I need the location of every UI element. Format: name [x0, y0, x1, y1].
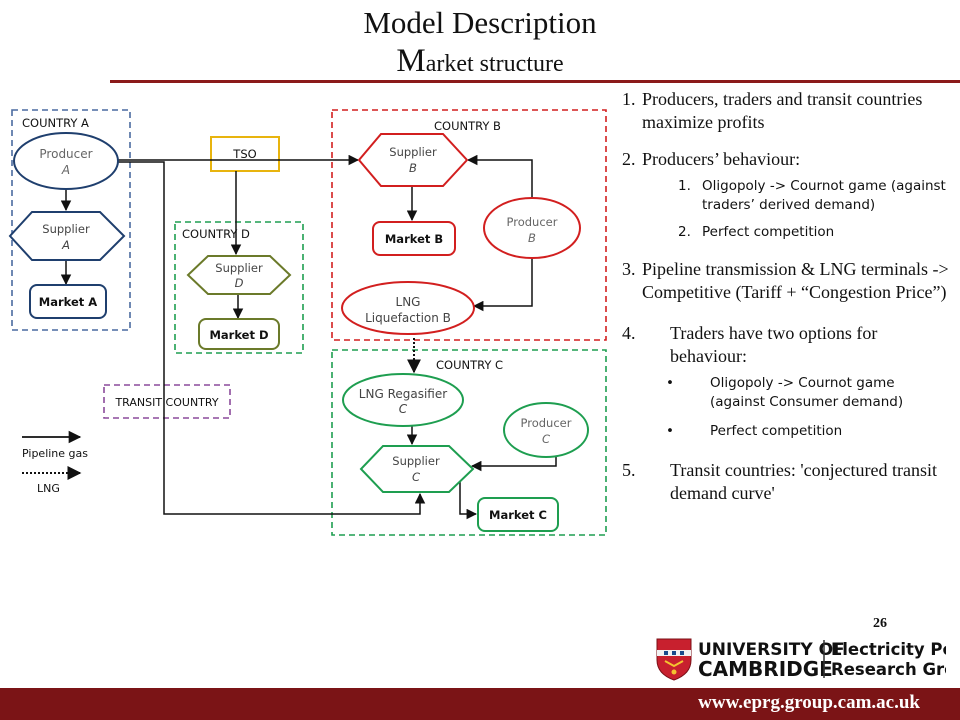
producer-c-node: [503, 402, 589, 458]
producer-b-node: [483, 197, 581, 259]
footer-bar: www.eprg.group.cam.ac.uk: [0, 688, 960, 720]
title-rule: [110, 80, 960, 83]
lng-liquefaction-node: [341, 281, 475, 335]
logo-electricity-policy: Electricity Policy: [831, 640, 946, 659]
bullet-text: Perfect competition: [710, 423, 843, 439]
supplier-a-letter: A: [61, 238, 70, 252]
producer-c-letter: C: [542, 432, 550, 446]
supplier-b-label: Supplier: [389, 145, 437, 159]
tso-label: TSO: [232, 147, 256, 161]
sub-item-text: Perfect competition: [702, 224, 835, 240]
market-d-label: Market D: [209, 328, 268, 342]
sub-item-text: Oligopoly -> Cournot game (against trade…: [702, 178, 946, 213]
slide-title: Model Description: [363, 5, 597, 40]
country-c-box: [331, 349, 607, 536]
country-b-label: COUNTRY B: [434, 119, 501, 133]
producer-b-label: Producer: [507, 215, 558, 229]
market-a-label: Market A: [39, 295, 98, 309]
market-a-node: [29, 284, 107, 319]
model-description-list: 1. Producers, traders and transit countri…: [612, 88, 952, 519]
item-text: Producers, traders and transit countries…: [642, 89, 923, 132]
market-b-label: Market B: [385, 232, 443, 246]
item-text: Traders have two options for behaviour:: [670, 323, 878, 366]
subtitle-rest: arket structure: [425, 51, 564, 77]
supplier-c-letter: C: [412, 470, 420, 484]
subtitle-initial: M: [396, 43, 426, 79]
lng-regasifier-node: [342, 373, 464, 427]
producer-c-label: Producer: [521, 416, 572, 430]
supplier-c-label: Supplier: [392, 454, 440, 468]
item-text: Producers’ behaviour:: [642, 149, 801, 169]
producer-a-letter: A: [61, 163, 70, 177]
country-d-label: COUNTRY D: [182, 227, 250, 241]
item-text: Transit countries: 'conjectured transit …: [670, 460, 938, 503]
cambridge-shield-icon: [656, 638, 692, 681]
lng-regasifier-label: LNG Regasifier: [359, 387, 447, 401]
lng-liquefaction-label: LNG: [396, 295, 421, 309]
item-text: Pipeline transmission & LNG terminals ->…: [642, 259, 949, 302]
page-number: 26: [873, 616, 887, 631]
item-number: 1.: [622, 89, 636, 109]
slide-subtitle: Market structure: [0, 44, 960, 81]
country-d-box: [174, 221, 304, 354]
legend-lng-label: LNG: [37, 482, 60, 495]
supplier-a-node: [8, 211, 126, 261]
list-item: 1. Producers, traders and transit countri…: [612, 88, 952, 134]
sub-item: 2. Perfect competition: [612, 223, 952, 242]
list-item: 4. Traders have two options for behaviour…: [612, 322, 952, 368]
logo-cambridge: CAMBRIDGE: [698, 657, 833, 681]
footer-url-link[interactable]: www.eprg.group.cam.ac.uk: [698, 692, 920, 713]
supplier-d-letter: D: [235, 276, 244, 290]
market-c-label: Market C: [489, 508, 547, 522]
producer-b-letter: B: [528, 231, 536, 245]
country-a-box: [11, 109, 131, 331]
logo-research-group: Research Group: [831, 660, 946, 679]
arrow-producer-b-to-lng-liquefaction: [472, 258, 533, 312]
supplier-b-node: [357, 133, 469, 187]
country-a-label: COUNTRY A: [22, 116, 89, 130]
transit-country-box: [103, 384, 231, 419]
list-item: 2. Producers’ behaviour:: [612, 148, 952, 171]
legend-pipeline-label: Pipeline gas: [22, 447, 88, 460]
supplier-b-letter: B: [409, 161, 417, 175]
supplier-d-label: Supplier: [215, 261, 263, 275]
lng-liquefaction-sublabel: Liquefaction B: [365, 311, 451, 325]
market-structure-diagram: COUNTRY A COUNTRY B COUNTRY C COUNTRY D …: [8, 109, 607, 536]
sub-item-number: 1.: [678, 178, 691, 194]
item-number: 2.: [622, 149, 636, 169]
market-d-node: [198, 318, 280, 350]
list-item: 5. Transit countries: 'conjectured transi…: [612, 459, 952, 505]
item-number: 5.: [622, 460, 636, 480]
cambridge-eprg-logo: UNIVERSITY OF CAMBRIDGE Electricity Poli…: [656, 638, 946, 681]
lng-regasifier-letter: C: [399, 402, 408, 416]
supplier-d-node: [186, 255, 292, 295]
arrow-producer-a-to-supplier-c: [118, 161, 426, 515]
transit-country-label: TRANSIT COUNTRY: [114, 396, 218, 409]
bullet-item: • Perfect competition: [612, 422, 952, 441]
bullet-mark: •: [666, 423, 674, 439]
producer-a-node: [13, 132, 119, 190]
arrow-supplier-c-to-market-c: [459, 480, 478, 520]
country-b-box: [331, 109, 607, 341]
item-number: 3.: [622, 259, 636, 279]
bullet-mark: •: [666, 375, 674, 391]
item-number: 4.: [622, 323, 636, 343]
market-c-node: [477, 497, 559, 532]
sub-item: 1. Oligopoly -> Cournot game (against tra…: [612, 177, 952, 215]
supplier-c-node: [359, 445, 475, 493]
market-b-node: [372, 221, 456, 256]
arrow-producer-b-to-supplier-b: [466, 154, 533, 198]
logo-university-of: UNIVERSITY OF: [698, 640, 845, 660]
producer-a-label: Producer: [39, 147, 92, 161]
bullet-text: Oligopoly -> Cournot game (against Consu…: [710, 375, 904, 410]
country-c-label: COUNTRY C: [436, 358, 503, 372]
sub-item-number: 2.: [678, 224, 691, 240]
bullet-item: • Oligopoly -> Cournot game (against Cons…: [612, 374, 952, 412]
supplier-a-label: Supplier: [42, 222, 90, 236]
list-item: 3. Pipeline transmission & LNG terminals …: [612, 258, 952, 304]
tso-box: [210, 136, 280, 172]
